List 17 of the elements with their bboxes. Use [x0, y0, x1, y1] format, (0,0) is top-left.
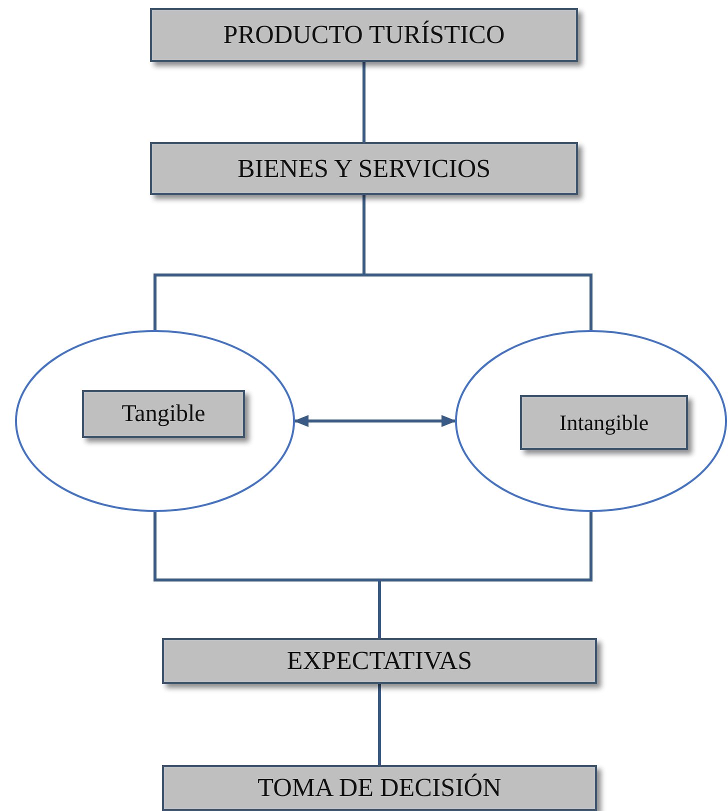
- arrow: [294, 415, 456, 427]
- connector-line: [362, 195, 592, 330]
- box-label: PRODUCTO TURÍSTICO: [223, 20, 505, 50]
- box-label: Tangible: [122, 400, 206, 428]
- label-box: [150, 8, 578, 62]
- label-box: [162, 765, 597, 811]
- box-label: Intangible: [559, 410, 649, 436]
- box-label: EXPECTATIVAS: [286, 646, 472, 676]
- connector-line: [378, 684, 381, 765]
- label-box: [162, 638, 597, 684]
- label-box: [520, 395, 688, 450]
- label-box: [150, 142, 578, 195]
- box-label: BIENES Y SERVICIOS: [237, 154, 491, 184]
- box-label: TOMA DE DECISIÓN: [258, 773, 502, 803]
- connector-line: [378, 512, 592, 638]
- label-box: [82, 390, 245, 438]
- connector-line: [362, 62, 366, 142]
